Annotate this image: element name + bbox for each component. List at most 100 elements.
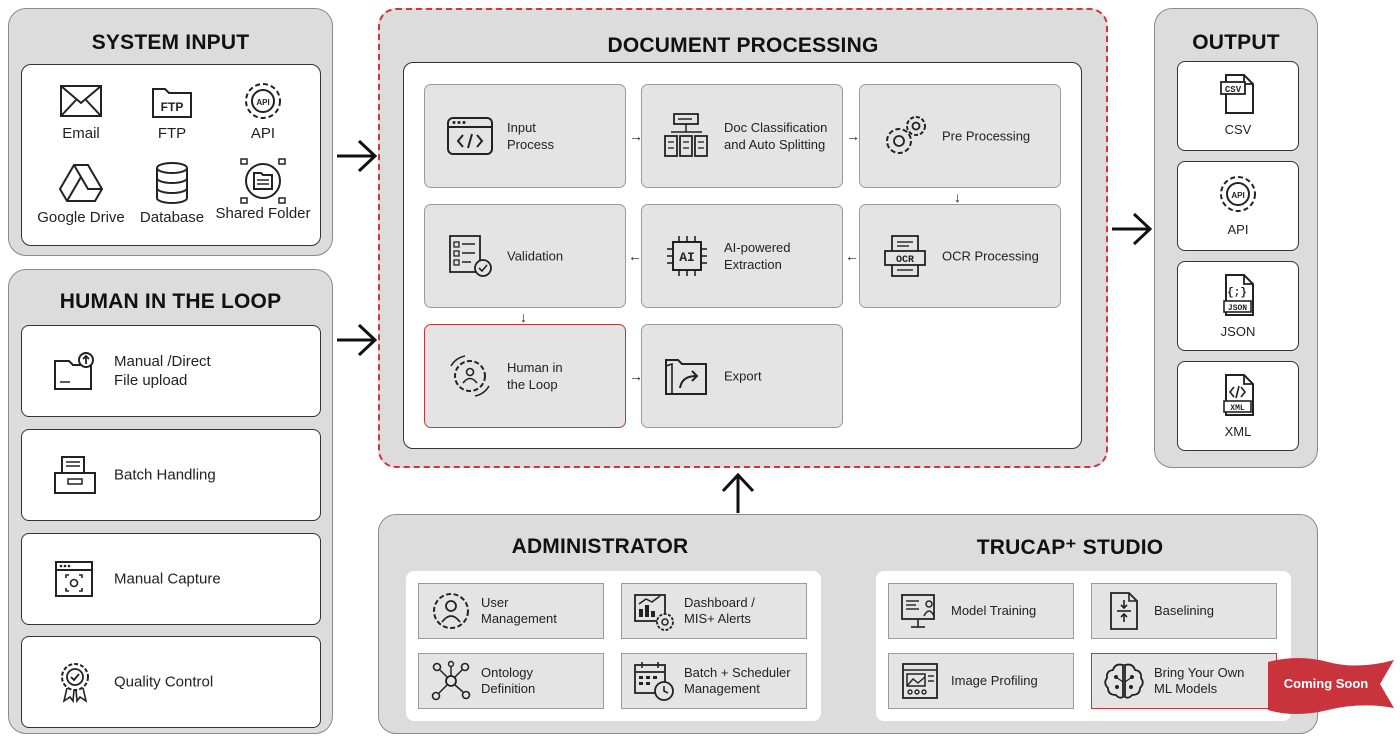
output-panel: OUTPUT CSV CSV API API {;} JSON JSON XML …	[1154, 8, 1318, 468]
hitl-file-upload-label: Manual /Direct File upload	[114, 353, 211, 389]
cell-doc-classification: Doc Classification and Auto Splitting	[641, 84, 843, 188]
google-drive-icon	[58, 164, 104, 202]
svg-text:AI: AI	[679, 250, 695, 265]
export-folder-icon	[665, 359, 707, 395]
hitl-batch-handling: Batch Handling	[21, 429, 321, 521]
api-gear-icon: API	[245, 83, 281, 119]
baseline-file-icon	[1110, 592, 1138, 630]
source-api: API API	[213, 81, 313, 142]
admin-ontology-definition: Ontology Definition	[418, 653, 604, 709]
file-tray-icon	[54, 456, 96, 494]
arrow-input-to-processing	[337, 139, 378, 173]
calendar-clock-icon	[634, 662, 674, 701]
system-input-sources: Email FTP FTP API API Google Drive Datab…	[21, 64, 321, 246]
coming-soon-ribbon	[1268, 658, 1394, 714]
arrow-admin-to-processing	[721, 472, 755, 513]
quality-badge-icon	[61, 663, 89, 703]
gears-icon	[886, 116, 926, 154]
output-api: API API	[1177, 161, 1299, 251]
arrow-processing-to-output	[1112, 212, 1153, 246]
flow-arrow-1: →	[629, 128, 643, 144]
source-google-drive-label: Google Drive	[37, 209, 125, 226]
network-icon	[431, 660, 471, 701]
human-loop-title: HUMAN IN THE LOOP	[59, 290, 282, 313]
cell-export-label: Export	[724, 368, 762, 384]
cell-human-loop-label: Human in the Loop	[507, 360, 563, 392]
studio-grid: Model Training Baselining Image Profilin…	[876, 571, 1291, 721]
output-title: OUTPUT	[1192, 31, 1280, 54]
api-gear-icon: API	[1220, 176, 1256, 212]
dashboard-icon	[634, 594, 674, 631]
ai-chip-icon: AI	[667, 236, 707, 276]
arrow-hitl-to-processing	[337, 323, 378, 357]
json-file-icon: {;} JSON	[1223, 274, 1254, 316]
xml-file-icon: XML	[1223, 374, 1254, 416]
code-window-icon	[447, 117, 493, 155]
output-json-label: JSON	[1220, 324, 1256, 339]
cell-ocr-processing-label: OCR Processing	[942, 248, 1039, 264]
source-api-label: API	[250, 125, 276, 142]
system-input-panel: SYSTEM INPUT Email FTP FTP API API Googl…	[8, 8, 333, 256]
svg-text:CSV: CSV	[1225, 85, 1242, 95]
system-input-title: SYSTEM INPUT	[91, 31, 250, 54]
cell-ocr-processing: OCR OCR Processing	[859, 204, 1061, 308]
cell-export: Export	[641, 324, 843, 428]
shared-folder-icon	[240, 158, 286, 204]
cell-doc-classification-label: Doc Classification and Auto Splitting	[724, 120, 828, 152]
ocr-scan-icon: OCR	[884, 235, 926, 277]
doc-split-icon	[664, 113, 708, 157]
flow-arrow-5: ←	[845, 248, 859, 264]
studio-image-profiling-label: Image Profiling	[951, 673, 1038, 688]
file-upload-icon	[54, 352, 94, 390]
cell-human-loop: Human in the Loop	[424, 324, 626, 428]
hitl-manual-capture: Manual Capture	[21, 533, 321, 625]
cell-validation: Validation	[424, 204, 626, 308]
source-shared-folder: Shared Folder	[213, 157, 313, 222]
capture-window-icon	[55, 561, 93, 597]
cell-pre-processing-label: Pre Processing	[942, 128, 1031, 144]
studio-title: TRUCAP⁺ STUDIO	[976, 536, 1164, 559]
checklist-icon	[449, 235, 492, 277]
envelope-icon	[60, 85, 102, 117]
flow-arrow-3: ↓	[954, 189, 961, 205]
training-board-icon	[901, 594, 935, 628]
studio-baselining: Baselining	[1091, 583, 1277, 639]
administrator-title: ADMINISTRATOR	[511, 535, 689, 558]
database-icon	[156, 162, 188, 204]
human-gear-icon	[450, 355, 490, 397]
studio-bring-own-models: Bring Your Own ML Models	[1091, 653, 1277, 709]
svg-text:JSON: JSON	[1228, 304, 1247, 313]
flow-arrow-7: →	[629, 368, 643, 384]
output-xml: XML XML	[1177, 361, 1299, 451]
admin-dashboard-alerts: Dashboard / MIS+ Alerts	[621, 583, 807, 639]
cell-pre-processing: Pre Processing	[859, 84, 1061, 188]
admin-dashboard-alerts-label: Dashboard / MIS+ Alerts	[684, 595, 755, 626]
svg-text:{;}: {;}	[1227, 287, 1247, 299]
studio-baselining-label: Baselining	[1154, 603, 1214, 618]
cell-input-process-label: Input Process	[507, 120, 554, 152]
source-ftp-label: FTP	[157, 125, 187, 142]
svg-text:API: API	[1231, 191, 1244, 200]
processing-grid: Input Process → Doc Classification and A…	[403, 62, 1082, 449]
svg-text:OCR: OCR	[896, 255, 914, 266]
admin-batch-scheduler: Batch + Scheduler Management	[621, 653, 807, 709]
admin-batch-scheduler-label: Batch + Scheduler Management	[684, 665, 791, 696]
admin-user-management: User Management	[418, 583, 604, 639]
source-shared-folder-label: Shared Folder	[215, 205, 311, 222]
admin-user-management-label: User Management	[481, 595, 557, 626]
brain-icon	[1104, 663, 1144, 699]
output-xml-label: XML	[1224, 424, 1252, 439]
hitl-manual-capture-label: Manual Capture	[114, 570, 221, 588]
svg-text:XML: XML	[1230, 404, 1245, 413]
output-csv: CSV CSV	[1177, 61, 1299, 151]
flow-arrow-6: ↓	[520, 309, 527, 325]
svg-text:API: API	[256, 98, 269, 107]
administrator-grid: User Management Dashboard / MIS+ Alerts …	[406, 571, 821, 721]
source-ftp: FTP FTP	[122, 81, 222, 142]
output-csv-label: CSV	[1224, 122, 1252, 137]
coming-soon-label: Coming Soon	[1283, 676, 1369, 691]
output-json: {;} JSON JSON	[1177, 261, 1299, 351]
ftp-folder-icon: FTP	[152, 88, 192, 118]
svg-text:FTP: FTP	[161, 100, 184, 114]
csv-file-icon: CSV	[1220, 74, 1254, 114]
